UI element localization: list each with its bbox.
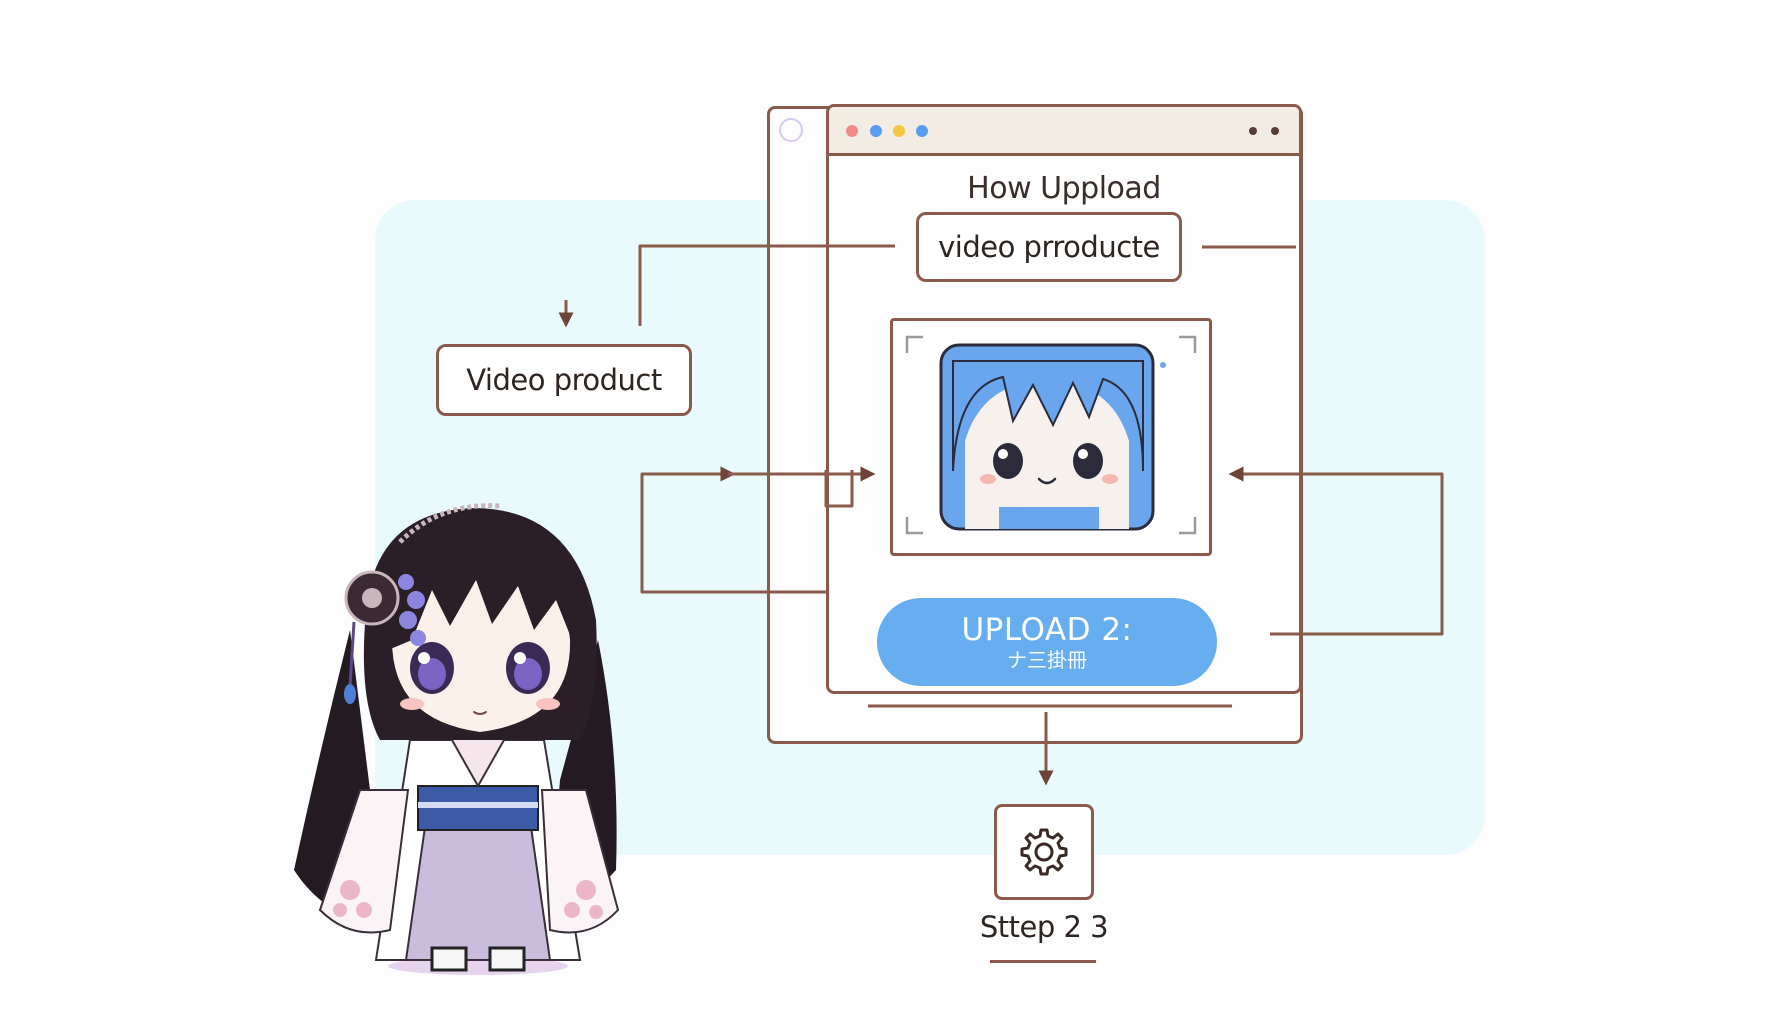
- preview-frame: [890, 318, 1212, 556]
- upload-button-sublabel: ナ三掛冊: [1007, 648, 1087, 672]
- avatar-right-eye: [1073, 443, 1103, 479]
- avatar-blush-left: [980, 474, 996, 484]
- crop-corner-bottom-left: [905, 517, 923, 535]
- sparkle-icon: [1160, 362, 1166, 368]
- menu-dot-icon-2[interactable]: [1271, 127, 1279, 135]
- search-box[interactable]: video prroducte: [916, 212, 1182, 282]
- bangs: [388, 550, 576, 650]
- crop-corner-top-left: [905, 335, 923, 353]
- avatar-mouth: [1037, 477, 1057, 485]
- avatar-face: [965, 381, 1129, 529]
- avatar-preview: [905, 335, 1197, 535]
- avatar-blush-right: [1102, 474, 1118, 484]
- step-label: Sttep 2 3: [979, 910, 1109, 944]
- circle-indicator: [779, 118, 803, 142]
- blush-right: [536, 698, 560, 710]
- left-sleeve: [318, 789, 410, 934]
- video-product-box[interactable]: Video product: [436, 344, 692, 416]
- blush-left: [400, 698, 424, 710]
- left-sandal: [430, 946, 468, 972]
- settings-button[interactable]: [994, 804, 1094, 900]
- avatar-shirt: [999, 507, 1099, 529]
- step-underline: [990, 960, 1096, 963]
- avatar-left-eye: [993, 443, 1023, 479]
- mouth: [473, 711, 487, 715]
- upload-button[interactable]: UPLOAD 2: ナ三掛冊: [877, 598, 1217, 686]
- blue-dot[interactable]: [870, 125, 882, 137]
- menu-dot-icon[interactable]: [1249, 127, 1257, 135]
- crop-corner-bottom-right: [1179, 517, 1197, 535]
- title-bar: [829, 107, 1299, 156]
- gear-icon: [1020, 828, 1068, 876]
- crop-corner-top-right: [1179, 335, 1197, 353]
- blue-dot-2[interactable]: [916, 125, 928, 137]
- right-sandal: [488, 946, 526, 972]
- page-title: How Uppload: [967, 171, 1161, 206]
- character-illustration: [294, 503, 620, 975]
- yellow-dot[interactable]: [893, 125, 905, 137]
- avatar-bangs: [952, 360, 1144, 472]
- upload-button-label: UPLOAD 2:: [961, 612, 1133, 648]
- hair-ornament-icon: [344, 503, 501, 704]
- right-sleeve: [540, 789, 620, 934]
- red-dot[interactable]: [846, 125, 858, 137]
- hakama: [404, 819, 552, 961]
- collar: [451, 739, 505, 789]
